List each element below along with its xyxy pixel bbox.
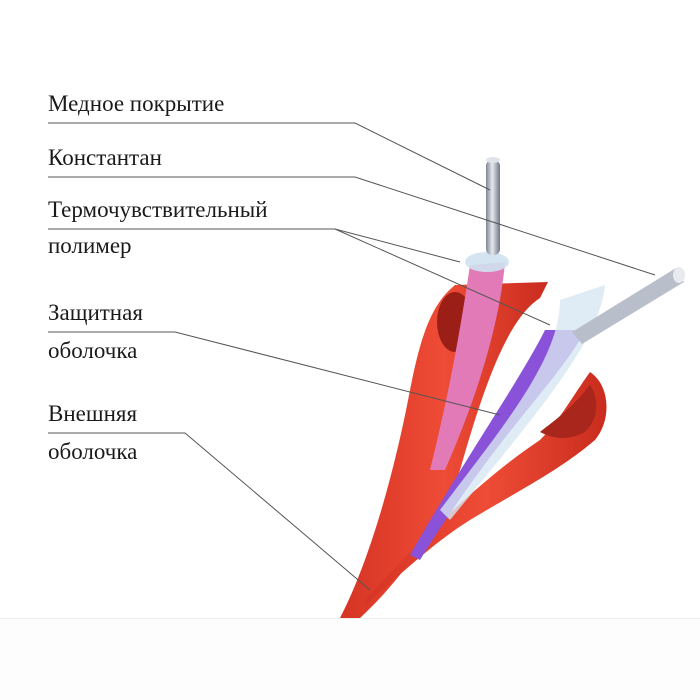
label-protective-line1: Защитная <box>48 300 143 325</box>
outer-sheath-right-inner <box>540 385 597 438</box>
bottom-band <box>0 618 700 700</box>
leader-outer <box>48 432 371 591</box>
label-constantan: Константан <box>48 145 162 170</box>
leader-constantan <box>48 176 656 276</box>
polymer-tube <box>430 262 505 470</box>
copper-wire <box>486 160 500 255</box>
leader-polymer-b <box>334 228 551 326</box>
copper-wire-tip <box>486 157 500 163</box>
label-outer-line1: Внешняя <box>48 401 138 426</box>
label-polymer-line2: полимер <box>48 233 132 258</box>
label-polymer-line1: Термочувствительный <box>48 197 268 222</box>
label-protective-line2: оболочка <box>48 338 138 363</box>
leader-lines <box>48 122 656 591</box>
label-outer-line2: оболочка <box>48 439 138 464</box>
leader-copper <box>48 122 491 191</box>
constantan-wire-tip <box>673 267 685 283</box>
constantan-wire <box>572 268 684 344</box>
polymer-top <box>465 252 509 272</box>
label-copper-coating: Медное покрытие <box>48 91 225 116</box>
clear-film <box>440 285 605 520</box>
leader-protective <box>48 331 501 416</box>
